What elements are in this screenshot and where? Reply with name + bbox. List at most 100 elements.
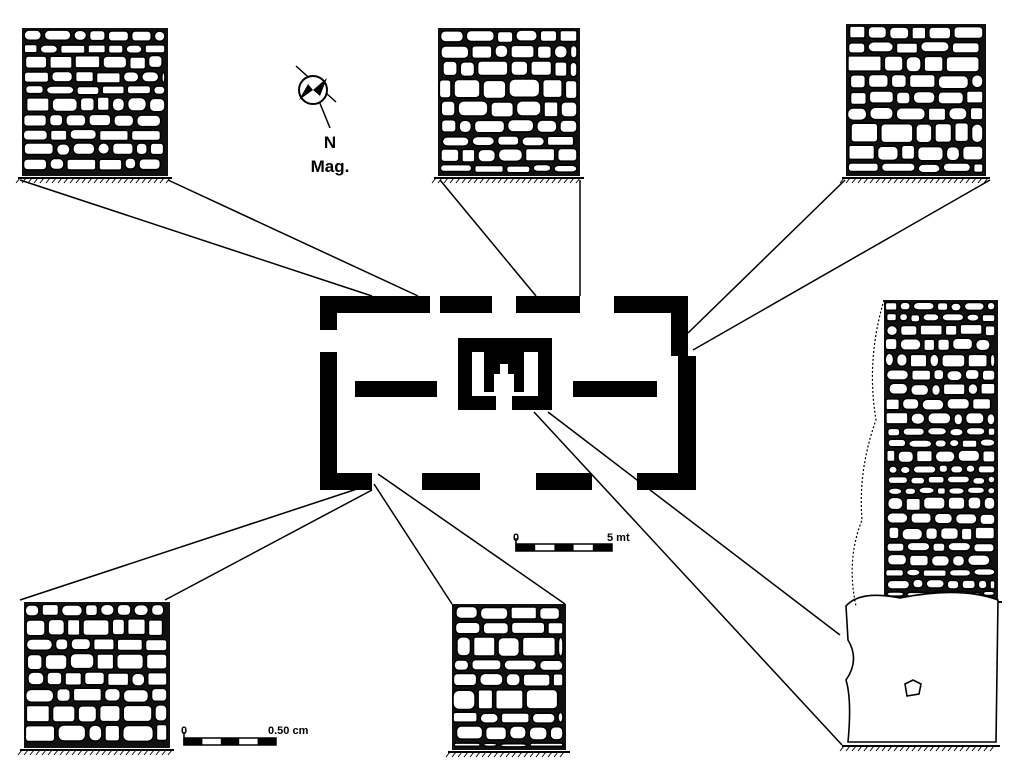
stone <box>909 353 928 368</box>
ground-hatch <box>923 745 929 752</box>
stone <box>557 711 564 724</box>
ground-hatch <box>493 751 499 758</box>
stone <box>559 29 578 43</box>
stone <box>886 542 905 553</box>
stone <box>549 725 564 741</box>
stone <box>77 704 98 723</box>
stone <box>113 114 135 128</box>
ground-hatch <box>983 745 989 752</box>
stone <box>885 312 898 322</box>
ground-hatch <box>101 749 107 756</box>
stone <box>529 60 553 77</box>
outer-enclosure <box>320 296 696 490</box>
ground-hatch <box>29 749 35 756</box>
ground-hatch <box>111 177 117 184</box>
stone <box>98 704 121 723</box>
leader-line <box>439 179 537 297</box>
masonry-elevation-top-center <box>431 28 584 184</box>
stone <box>884 352 895 367</box>
stone <box>138 157 162 171</box>
ground-hatch <box>503 177 509 184</box>
stone <box>64 671 83 687</box>
ground-hatch <box>899 177 905 184</box>
stone <box>974 526 996 540</box>
ground-hatch <box>159 177 165 184</box>
stone <box>936 486 947 496</box>
stone <box>27 671 45 686</box>
stone <box>961 579 977 590</box>
stone <box>25 619 46 637</box>
ground-hatch <box>113 749 119 756</box>
elevation-scale-bar: 0 0.50 cm <box>181 725 309 746</box>
ground-hatch <box>545 177 551 184</box>
stone <box>107 44 124 55</box>
stone <box>969 106 984 121</box>
stone <box>979 382 996 396</box>
ground-hatch <box>481 751 487 758</box>
stone <box>546 135 575 147</box>
stone <box>910 412 926 426</box>
stone <box>916 145 945 162</box>
stone <box>905 568 921 577</box>
stone <box>946 579 960 590</box>
stone <box>497 147 524 163</box>
stone <box>484 725 508 741</box>
stone <box>543 100 559 118</box>
ground-hatch <box>143 749 149 756</box>
ground-hatch <box>117 177 123 184</box>
ground-hatch <box>517 751 523 758</box>
stone <box>963 301 986 312</box>
stone <box>104 724 121 743</box>
stone <box>440 148 460 163</box>
stone <box>479 606 509 621</box>
stone <box>441 136 470 148</box>
stone <box>965 90 984 104</box>
stone <box>459 60 476 78</box>
stone <box>981 313 996 323</box>
stone <box>965 313 980 323</box>
stone <box>886 553 908 566</box>
stone <box>24 724 56 743</box>
north-arrow-icon: N Mag. <box>295 65 349 176</box>
ground-hatch <box>119 749 125 756</box>
ground-hatch <box>63 177 69 184</box>
stone <box>850 122 879 143</box>
stone <box>473 119 506 134</box>
stone <box>886 579 911 590</box>
stone <box>478 672 504 687</box>
stone <box>72 142 96 156</box>
stone <box>910 511 933 525</box>
ground-hatch <box>845 745 851 752</box>
stone <box>967 495 982 510</box>
stone <box>919 40 950 53</box>
stone <box>885 449 896 463</box>
stone <box>903 487 917 496</box>
stone <box>476 60 509 77</box>
scale-bar-segment <box>592 544 612 551</box>
plan-scale-bar: 0 5 mt <box>513 532 630 552</box>
stone <box>849 74 867 89</box>
stone <box>884 337 898 351</box>
stone <box>477 688 494 710</box>
stone <box>461 148 476 163</box>
stone <box>96 653 115 671</box>
ground-hatch <box>123 177 129 184</box>
stone <box>465 29 496 43</box>
ground-hatch <box>529 751 535 758</box>
stone <box>482 742 498 748</box>
ground-hatch <box>57 177 63 184</box>
ground-hatch <box>149 749 155 756</box>
stone <box>46 671 63 686</box>
stone <box>144 43 166 54</box>
leader-lines <box>19 179 991 746</box>
leader-line <box>687 179 846 334</box>
ground-hatch <box>89 749 95 756</box>
stone <box>902 426 926 437</box>
stone <box>452 711 479 724</box>
stone <box>986 301 996 311</box>
stone <box>867 40 895 53</box>
stone <box>92 637 115 651</box>
stone <box>477 148 497 163</box>
ground-hatch <box>557 177 563 184</box>
stone <box>970 123 984 144</box>
